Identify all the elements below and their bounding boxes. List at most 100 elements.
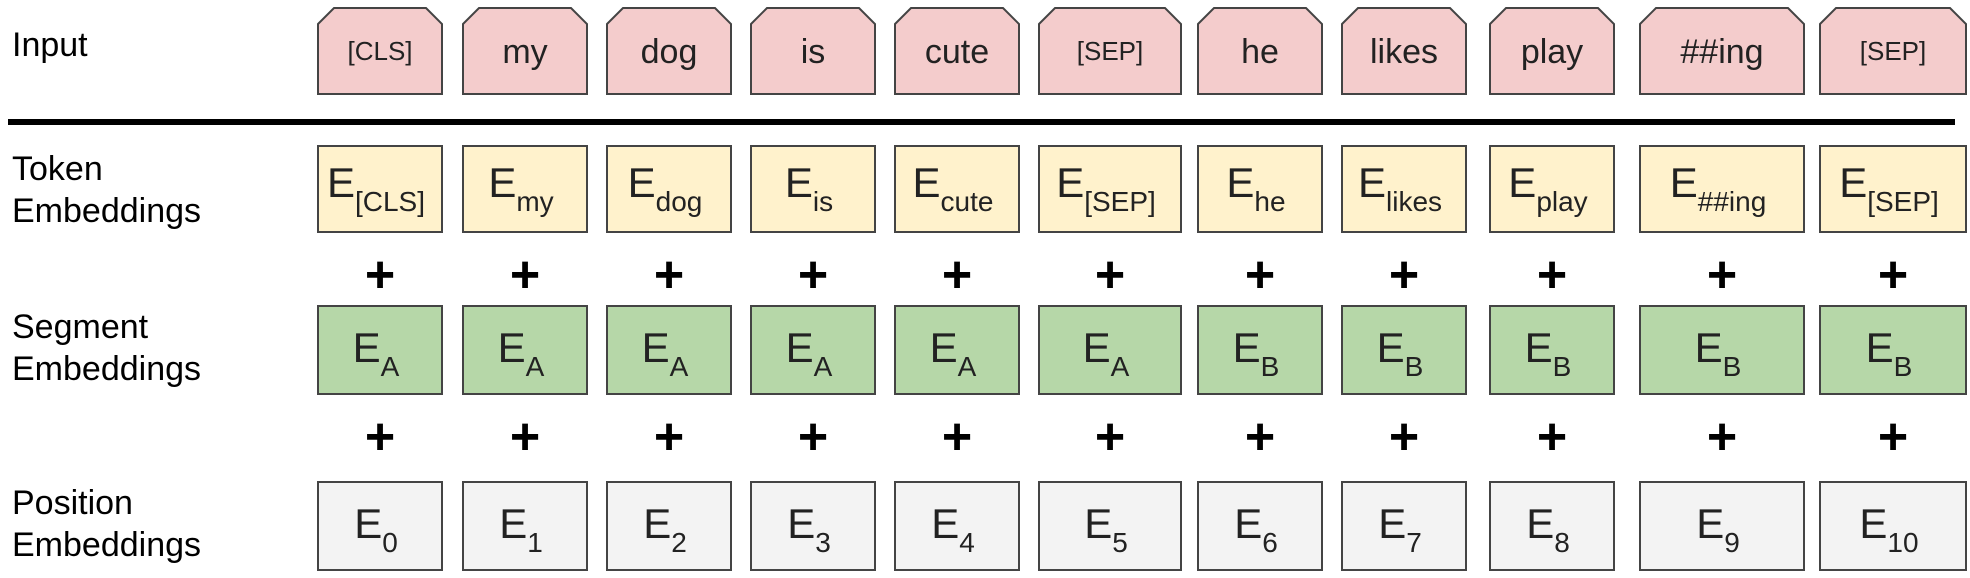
token-embedding-text-subscript: ##ing — [1698, 186, 1767, 217]
segment-embedding-text-letter: E — [1525, 324, 1553, 371]
position-embedding-text-letter: E — [643, 500, 671, 547]
token-embedding-text: E[SEP] — [1839, 159, 1939, 217]
segment-embedding-text-subscript: B — [1405, 351, 1424, 382]
position-embedding-text-subscript: 10 — [1887, 527, 1918, 558]
position-embedding-text: E4 — [931, 500, 975, 558]
token-embedding-text: E[CLS] — [327, 159, 425, 217]
input-token-text: is — [801, 33, 826, 71]
input-token-box — [894, 7, 1020, 95]
plus-icon: + — [1707, 246, 1737, 304]
row-label-input: Input — [12, 26, 88, 64]
token-column: [SEP]E[SEP]+EA+E5 — [1038, 7, 1182, 571]
position-embedding-text-subscript: 7 — [1406, 527, 1422, 558]
input-token-box — [1489, 7, 1615, 95]
segment-embedding-text-letter: E — [1866, 324, 1894, 371]
token-embedding-text: E##ing — [1670, 159, 1767, 217]
input-token-box — [1819, 7, 1967, 95]
token-embedding-box — [462, 145, 588, 233]
segment-embedding-box — [750, 305, 876, 395]
position-embedding-box — [750, 481, 876, 571]
token-embedding-text: Eplay — [1508, 159, 1587, 217]
token-column: [CLS]E[CLS]+EA+E0 — [317, 7, 443, 571]
plus-icon: + — [1095, 408, 1125, 466]
token-embedding-text: E[SEP] — [1056, 159, 1156, 217]
input-token-text: likes — [1370, 33, 1438, 71]
position-embedding-box — [1197, 481, 1323, 571]
token-embedding-box — [1819, 145, 1967, 233]
token-embedding-box — [1197, 145, 1323, 233]
position-embedding-box — [1038, 481, 1182, 571]
token-embedding-text-subscript: play — [1536, 186, 1587, 217]
input-token-text: [CLS] — [347, 36, 412, 66]
position-embedding-text: E5 — [1084, 500, 1128, 558]
position-embedding-text-subscript: 2 — [671, 527, 687, 558]
plus-icon: + — [510, 246, 540, 304]
segment-embedding-text: EA — [786, 324, 833, 382]
input-token-text: my — [502, 33, 547, 71]
token-embedding-text-letter: E — [1358, 159, 1386, 206]
position-embedding-text-letter: E — [931, 500, 959, 547]
position-embedding-text: E10 — [1859, 500, 1918, 558]
plus-icon: + — [1389, 408, 1419, 466]
position-embedding-text-subscript: 4 — [959, 527, 975, 558]
row-label-token-line1: Token — [12, 150, 103, 188]
input-token-box — [1341, 7, 1467, 95]
segment-embedding-text: EB — [1233, 324, 1280, 382]
segment-embedding-text: EB — [1525, 324, 1572, 382]
segment-embedding-text-letter: E — [642, 324, 670, 371]
position-embedding-box — [462, 481, 588, 571]
segment-embedding-text: EA — [1083, 324, 1130, 382]
segment-embedding-box — [1639, 305, 1805, 395]
position-embedding-box — [1819, 481, 1967, 571]
input-token-box — [317, 7, 443, 95]
segment-embedding-box — [1341, 305, 1467, 395]
input-token-text: cute — [925, 33, 989, 71]
position-embedding-box — [1639, 481, 1805, 571]
position-embedding-box — [1341, 481, 1467, 571]
position-embedding-text-subscript: 9 — [1724, 527, 1740, 558]
token-embedding-text-subscript: dog — [656, 186, 703, 217]
position-embedding-text-subscript: 1 — [527, 527, 543, 558]
position-embedding-text: E8 — [1526, 500, 1570, 558]
token-embedding-box — [1341, 145, 1467, 233]
token-embedding-text-letter: E — [1508, 159, 1536, 206]
token-embedding-box — [1489, 145, 1615, 233]
segment-embedding-box — [1197, 305, 1323, 395]
token-embedding-text: Ecute — [913, 159, 994, 217]
position-embedding-text: E0 — [354, 500, 398, 558]
position-embedding-text-letter: E — [1234, 500, 1262, 547]
segment-embedding-box — [1819, 305, 1967, 395]
segment-embedding-text-subscript: A — [670, 351, 689, 382]
token-embedding-text-letter: E — [913, 159, 941, 206]
plus-icon: + — [1878, 408, 1908, 466]
token-embedding-text-letter: E — [327, 159, 355, 206]
segment-embedding-text-letter: E — [1377, 324, 1405, 371]
position-embedding-text-subscript: 8 — [1554, 527, 1570, 558]
plus-icon: + — [942, 246, 972, 304]
input-token-box — [750, 7, 876, 95]
position-embedding-text-letter: E — [1084, 500, 1112, 547]
segment-embedding-text-subscript: B — [1894, 351, 1913, 382]
token-embedding-text: Edog — [628, 159, 703, 217]
plus-icon: + — [1878, 246, 1908, 304]
segment-embedding-text-subscript: B — [1261, 351, 1280, 382]
segment-embedding-text: EA — [498, 324, 545, 382]
plus-icon: + — [654, 246, 684, 304]
position-embedding-text-letter: E — [787, 500, 815, 547]
token-embedding-text-letter: E — [1670, 159, 1698, 206]
token-embedding-text-subscript: cute — [941, 186, 994, 217]
plus-icon: + — [1389, 246, 1419, 304]
segment-embedding-text-subscript: A — [526, 351, 545, 382]
segment-embedding-text-letter: E — [353, 324, 381, 371]
token-embedding-text-letter: E — [1839, 159, 1867, 206]
plus-icon: + — [1537, 246, 1567, 304]
token-embedding-text-letter: E — [1226, 159, 1254, 206]
token-embedding-box — [1639, 145, 1805, 233]
input-token-text: [SEP] — [1077, 36, 1143, 66]
row-label-token-line2: Embeddings — [12, 192, 201, 230]
